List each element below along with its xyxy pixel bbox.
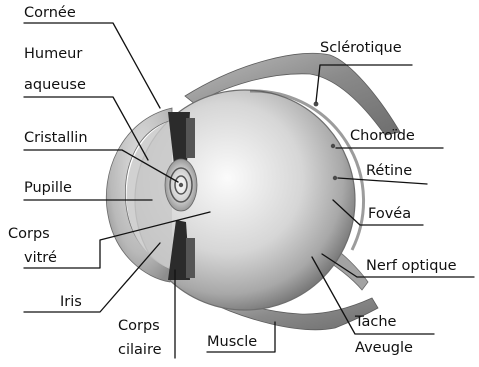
label-tache-aveugle-2: Aveugle [355,340,413,357]
ciliary-lower-shape [186,238,195,278]
label-fovea: Fovéa [368,206,411,223]
lens-center [179,183,183,187]
label-humeur-aqueuse-2: aqueuse [24,77,86,94]
label-muscle: Muscle [207,334,257,351]
label-corps-cilaire-1: Corps [118,318,160,335]
label-humeur-aqueuse-1: Humeur [24,46,82,63]
label-corps-vitre-2: vitré [24,250,57,267]
label-pupille: Pupille [24,180,72,197]
label-sclerotique: Sclérotique [320,40,402,57]
retina-marker [333,176,337,180]
label-corps-vitre-1: Corps [8,226,50,243]
leader-cornee [24,23,160,108]
label-corps-cilaire-2: cilaire [118,342,162,359]
label-retine: Rétine [366,163,412,180]
label-cornee: Cornée [24,5,76,22]
label-tache-aveugle-1: Tache [355,314,396,331]
label-choroide: Choroïde [350,128,415,145]
ciliary-upper-shape [186,118,195,158]
label-nerf-optique: Nerf optique [366,258,457,275]
label-cristallin: Cristallin [24,130,88,147]
choroid-marker [331,144,335,148]
label-iris: Iris [60,294,82,311]
